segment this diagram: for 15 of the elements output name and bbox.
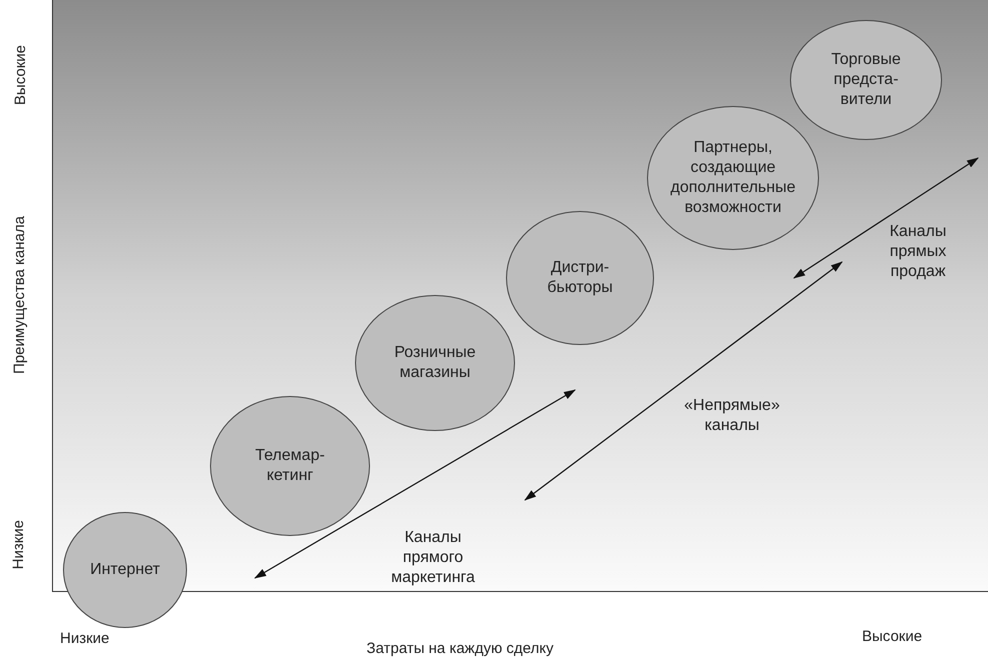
axis-label: Низкие: [9, 520, 28, 570]
node-label: Торговые предста- вители: [830, 50, 902, 110]
node-label: Партнеры, создающие дополнительные возможности: [670, 138, 796, 218]
node-label: Дистри- бьюторы: [546, 258, 614, 298]
node-label: Розничные магазины: [393, 343, 477, 383]
axis-label: Затраты на каждую сделку: [366, 639, 554, 659]
axis-label: Высокие: [862, 627, 924, 647]
axis-label: Преимущества канала: [10, 216, 29, 374]
axis-label: Высокие: [10, 44, 30, 106]
node-label: Интернет: [89, 560, 161, 580]
node-label: Телемар- кетинг: [254, 446, 326, 486]
channel-group-label: «Непрямые» каналы: [683, 396, 781, 436]
channel-group-label: Каналы прямых продаж: [888, 222, 948, 282]
channel-group-label: Каналы прямого маркетинга: [390, 528, 476, 588]
axis-label: Низкие: [60, 629, 110, 649]
